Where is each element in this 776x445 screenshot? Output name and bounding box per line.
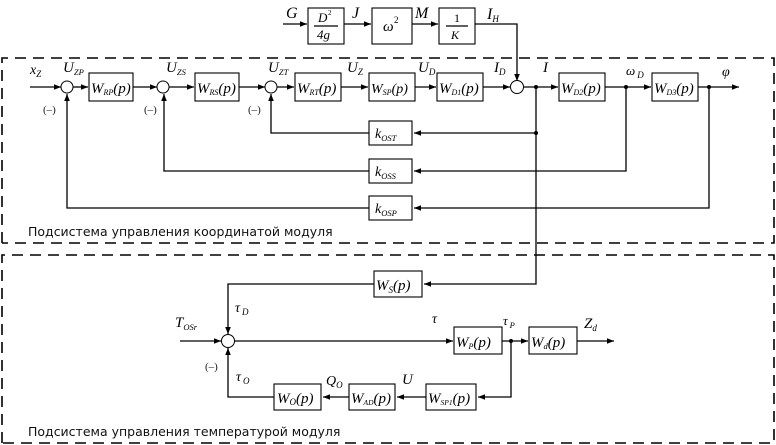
- coordinate-forward-path: xZ UZP WRP(p) UZS WRS(p) UZT WRT(p) UZ W…: [29, 60, 739, 102]
- svg-text:WO(p): WO(p): [277, 391, 314, 407]
- summing-junction-zp: [60, 80, 74, 94]
- summing-junction-temperature: [221, 334, 235, 348]
- caption-coordinate-subsystem: Подсистема управления координатой модуля: [28, 224, 333, 239]
- signal-uzp: UZP: [63, 60, 84, 77]
- svg-text:2: 2: [328, 9, 332, 17]
- svg-text:kOSS: kOSS: [375, 165, 397, 181]
- block-wad: [348, 383, 396, 411]
- signal-zd: Zd: [584, 316, 597, 333]
- block-wd2: [558, 72, 606, 102]
- negative-sign-temperature: (–): [205, 361, 218, 373]
- signal-uzt: UZT: [268, 60, 290, 77]
- block-kosp: [368, 195, 413, 221]
- signal-xz: xZ: [29, 63, 42, 79]
- svg-text:4g: 4g: [317, 27, 331, 42]
- block-wsp1: [425, 383, 477, 411]
- signal-uzs: UZS: [166, 60, 187, 77]
- svg-text:kOST: kOST: [375, 127, 398, 143]
- signal-i: I: [542, 60, 549, 76]
- svg-text:WD1(p): WD1(p): [439, 81, 479, 97]
- svg-text:WRT(p): WRT(p): [297, 81, 336, 97]
- block-wp: [453, 326, 503, 355]
- summing-junction-current: [510, 80, 524, 94]
- signal-tau: τ: [432, 312, 438, 327]
- signal-uz: UZ: [347, 60, 364, 77]
- signal-phi: φ: [722, 65, 730, 80]
- negative-sign-zt: (–): [248, 104, 261, 116]
- svg-text:WS(p): WS(p): [376, 278, 411, 295]
- top-chain: G D 2 4g J ω 2 M 1 K IH: [283, 5, 520, 81]
- caption-temperature-subsystem: Подсистема управления температурой модул…: [28, 424, 340, 439]
- svg-text:WAD(p): WAD(p): [351, 391, 391, 407]
- coordinate-subsystem-frame: [1, 57, 775, 244]
- negative-sign-zp: (–): [43, 104, 56, 116]
- block-wrs: [194, 72, 240, 102]
- svg-text:WRP(p): WRP(p): [91, 81, 131, 97]
- svg-text:ω: ω: [383, 19, 394, 35]
- block-kost: [368, 120, 413, 146]
- signal-qo: QO: [326, 374, 343, 390]
- svg-text:2: 2: [394, 15, 399, 25]
- svg-text:K: K: [450, 28, 460, 42]
- svg-text:WSP(p): WSP(p): [371, 82, 408, 97]
- negative-sign-zs: (–): [144, 104, 157, 116]
- svg-text:WP(p): WP(p): [456, 335, 491, 351]
- block-omega-squared: [371, 7, 413, 45]
- block-koss: [368, 158, 413, 184]
- summing-junction-zs: [156, 80, 170, 94]
- block-wd: [528, 326, 578, 355]
- signal-tosr: TOSr: [175, 315, 198, 332]
- block-ws: [373, 270, 423, 298]
- signal-id: ID: [493, 60, 506, 77]
- block-wd3: [651, 72, 699, 102]
- svg-text:D: D: [317, 10, 328, 25]
- block-wd1: [436, 72, 484, 102]
- signal-ud: UD: [418, 60, 436, 77]
- signal-ih: IH: [486, 6, 499, 24]
- svg-text:WD2(p): WD2(p): [561, 81, 601, 97]
- svg-text:WD3(p): WD3(p): [654, 81, 694, 97]
- signal-g: G: [286, 5, 298, 22]
- svg-text:Wd(p): Wd(p): [531, 335, 565, 351]
- svg-text:WSP1(p): WSP1(p): [428, 391, 470, 407]
- signal-j: J: [352, 5, 360, 22]
- svg-text:1: 1: [454, 11, 460, 25]
- signal-u: U: [402, 372, 414, 388]
- summing-junction-zt: [264, 80, 278, 94]
- temperature-subsystem-frame: [1, 254, 775, 444]
- block-wrt: [294, 72, 342, 102]
- coordinate-feedback-paths: kOST (–) kOSS (–) kOSP (–): [43, 87, 710, 221]
- svg-text:kOSP: kOSP: [375, 202, 397, 218]
- svg-text:WRS(p): WRS(p): [197, 81, 236, 97]
- signal-m: M: [414, 5, 430, 22]
